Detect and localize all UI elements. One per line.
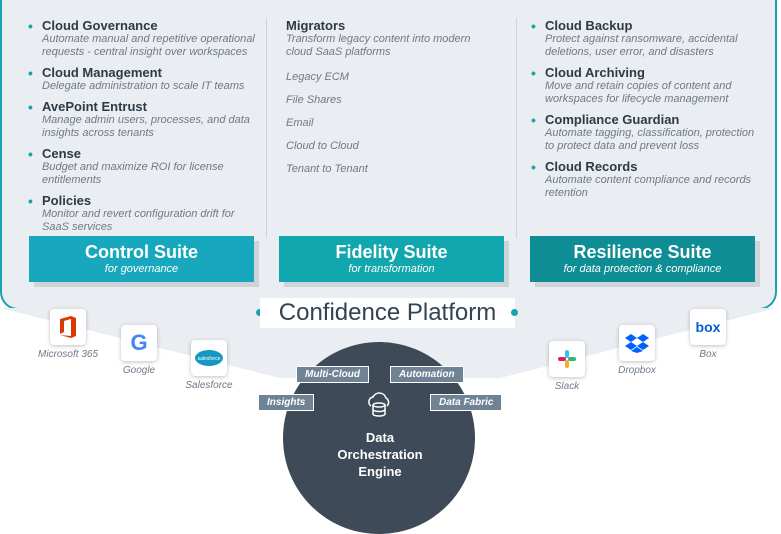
suite-name: Control Suite: [85, 242, 198, 262]
bullet-icon: •: [531, 18, 536, 34]
app-label: Dropbox: [618, 365, 656, 376]
suite-name: Resilience Suite: [573, 242, 712, 262]
salesforce-icon: salesforce: [191, 340, 227, 376]
engine-tag: Data Fabric: [430, 394, 503, 411]
app-salesforce: salesforce Salesforce: [169, 340, 249, 391]
app-label: Box: [699, 349, 717, 360]
item-desc: Delegate administration to scale IT team…: [42, 80, 245, 92]
engine-tag: Multi-Cloud: [296, 366, 369, 383]
cloud-database-icon: [368, 392, 390, 417]
migration-source: Tenant to Tenant: [286, 163, 368, 175]
item-title: Migrators: [286, 18, 346, 33]
bullet-icon: •: [531, 159, 536, 175]
item-desc: Automate tagging, classification, protec…: [545, 127, 755, 152]
app-slack: Slack: [527, 341, 607, 392]
bullet-icon: •: [28, 99, 33, 115]
migration-source: Legacy ECM: [286, 71, 349, 83]
bullet-icon: •: [531, 112, 536, 128]
item-desc: Protect against ransomware, accidental d…: [545, 33, 738, 58]
item-title: Cloud Governance: [42, 18, 158, 33]
app-label: Slack: [554, 381, 580, 392]
engine-tag: Automation: [390, 366, 464, 383]
item-title: Cloud Management: [42, 65, 162, 80]
platform-title: Confidence Platform: [260, 298, 515, 328]
bullet-icon: •: [28, 18, 33, 34]
item-title: Policies: [42, 193, 92, 208]
box-icon: box: [690, 309, 726, 345]
app-dropbox: Dropbox: [597, 325, 677, 376]
fidelity-suite-box: Fidelity Suite for transformation: [279, 236, 504, 282]
suite-purpose: for governance: [104, 263, 179, 275]
item-desc: Automate manual and repetitive operation…: [42, 33, 255, 58]
item-desc: Manage admin users, processes, and data …: [42, 114, 250, 139]
suite-purpose: for transformation: [348, 263, 435, 275]
bullet-icon: •: [28, 65, 33, 81]
item-title: Cense: [42, 146, 82, 161]
column-divider: [516, 18, 517, 238]
engine-title-line: Engine: [358, 464, 402, 479]
migration-source: File Shares: [286, 94, 342, 106]
item-title: Compliance Guardian: [545, 112, 680, 127]
item-title: Cloud Backup: [545, 18, 633, 33]
item-title: Cloud Archiving: [545, 65, 645, 80]
item-title: Cloud Records: [545, 159, 638, 174]
engine-title-line: Data: [365, 430, 395, 445]
app-microsoft-365: Microsoft 365: [28, 309, 108, 360]
engine-title-line: Orchestration: [337, 447, 423, 462]
resilience-suite-box: Resilience Suite for data protection & c…: [530, 236, 755, 282]
item-desc: Budget and maximize ROI for license enti…: [42, 161, 224, 186]
engine-tag: Insights: [258, 394, 315, 411]
platform-left-dot: [256, 309, 263, 316]
suite-name: Fidelity Suite: [335, 242, 448, 262]
app-label: Google: [122, 365, 156, 376]
dropbox-icon: [619, 325, 655, 361]
item-desc: Transform legacy content into modern clo…: [286, 33, 471, 58]
bullet-icon: •: [28, 193, 33, 209]
app-google: G Google: [99, 325, 179, 376]
item-title: AvePoint Entrust: [42, 99, 147, 114]
app-label: Microsoft 365: [37, 349, 99, 360]
office-icon: [50, 309, 86, 345]
migration-source: Cloud to Cloud: [286, 140, 359, 152]
item-desc: Monitor and revert configuration drift f…: [42, 208, 235, 233]
column-divider: [266, 18, 267, 238]
google-icon: G: [121, 325, 157, 361]
bullet-icon: •: [531, 65, 536, 81]
app-box: box Box: [668, 309, 748, 360]
app-label: Salesforce: [185, 380, 233, 391]
migration-source: Email: [286, 117, 314, 129]
slack-icon: [549, 341, 585, 377]
platform-right-dot: [511, 309, 518, 316]
control-suite-box: Control Suite for governance: [29, 236, 254, 282]
item-desc: Automate content compliance and records …: [545, 174, 752, 199]
bullet-icon: •: [28, 146, 33, 162]
item-desc: Move and retain copies of content and wo…: [545, 80, 732, 105]
svg-text:salesforce: salesforce: [198, 356, 221, 362]
suite-purpose: for data protection & compliance: [563, 263, 722, 275]
